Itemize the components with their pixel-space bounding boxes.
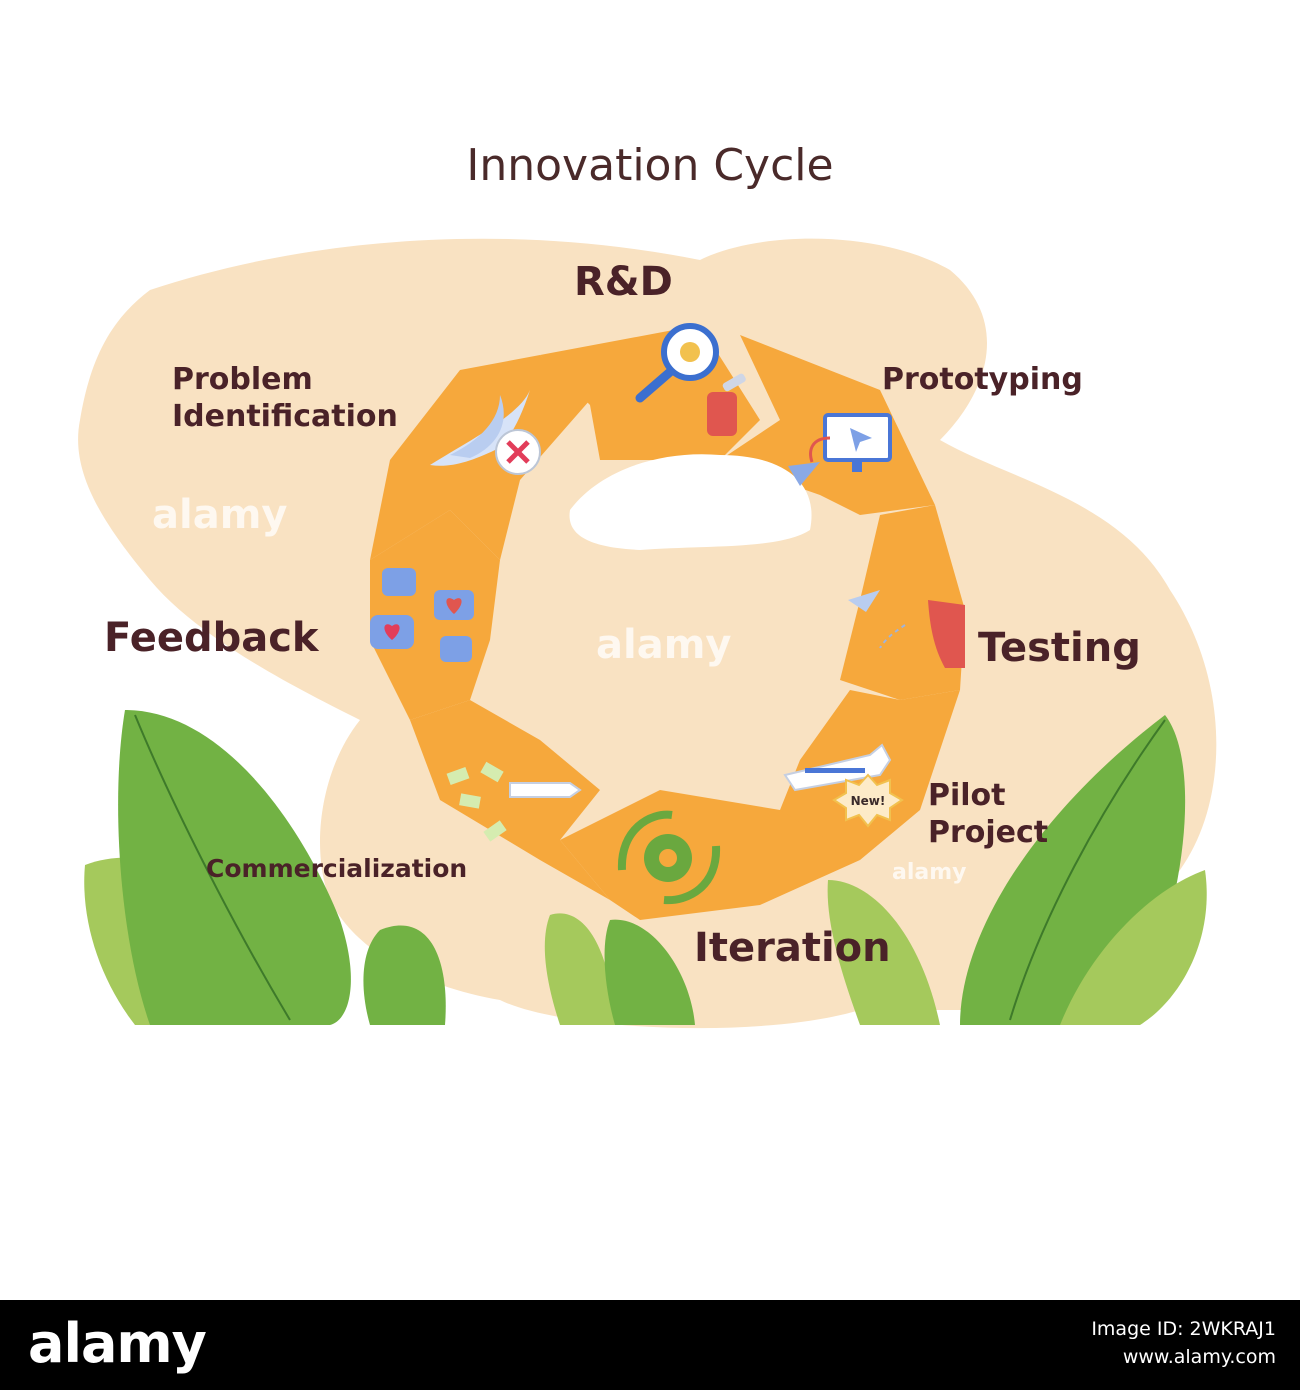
new-badge-label: New! — [851, 794, 886, 808]
airplane-icon — [509, 743, 892, 798]
label-problem-line1: Problem — [172, 362, 313, 397]
label-problem-identification: Problem Identification — [172, 362, 398, 435]
label-rnd: R&D — [574, 259, 673, 305]
magnifier-gears-icon — [635, 323, 719, 403]
label-pilot-project: Pilot Project — [928, 778, 1048, 851]
label-iteration: Iteration — [694, 925, 891, 971]
right-plant — [827, 715, 1207, 1025]
label-problem-line2: Identification — [172, 398, 398, 434]
watermark-left: alamy — [152, 492, 288, 538]
new-badge-icon: New! — [832, 773, 904, 828]
money-icon — [446, 761, 507, 842]
dove-icon — [430, 390, 530, 466]
left-plant — [84, 710, 446, 1025]
footer-url: www.alamy.com — [1122, 1345, 1276, 1368]
ring-hollow — [569, 454, 812, 550]
wrench-hand-icon — [707, 373, 746, 436]
heart-icon — [370, 615, 414, 649]
gear-cycle-icon — [617, 810, 721, 905]
innovation-cycle-diagram: New! — [78, 140, 1217, 1029]
segment-commercialization — [410, 700, 610, 900]
monitor-cursor-icon — [809, 413, 892, 472]
segment-problem — [370, 355, 590, 560]
footer-image-info: Image ID: 2WKRAJ1 www.alamy.com — [1091, 1316, 1276, 1371]
label-pilot-line1: Pilot — [928, 778, 1006, 813]
label-commercialization: Commercialization — [206, 854, 468, 883]
paper-plane-icon — [788, 462, 880, 612]
label-prototyping: Prototyping — [882, 362, 1083, 397]
footer-logo: alamy — [28, 1312, 207, 1375]
watermark-right: alamy — [892, 860, 967, 885]
label-pilot-line2: Project — [928, 814, 1049, 850]
diagram-canvas: New! — [78, 238, 1217, 1029]
label-feedback: Feedback — [104, 615, 319, 661]
segment-iteration — [560, 790, 860, 920]
footer-image-id: Image ID: 2WKRAJ1 — [1091, 1318, 1276, 1340]
broken-heart-icon — [434, 590, 474, 620]
label-testing: Testing — [978, 625, 1141, 671]
diagram-title: Innovation Cycle — [466, 140, 834, 191]
middle-plant — [544, 913, 695, 1025]
center-area — [450, 455, 880, 805]
watermark-center: alamy — [596, 622, 732, 668]
cross-icon — [495, 429, 541, 475]
hand-throw-icon — [879, 600, 965, 668]
like-icon — [382, 568, 472, 662]
segment-testing — [840, 505, 965, 700]
stock-footer-bar: alamy Image ID: 2WKRAJ1 www.alamy.com — [0, 1300, 1300, 1390]
